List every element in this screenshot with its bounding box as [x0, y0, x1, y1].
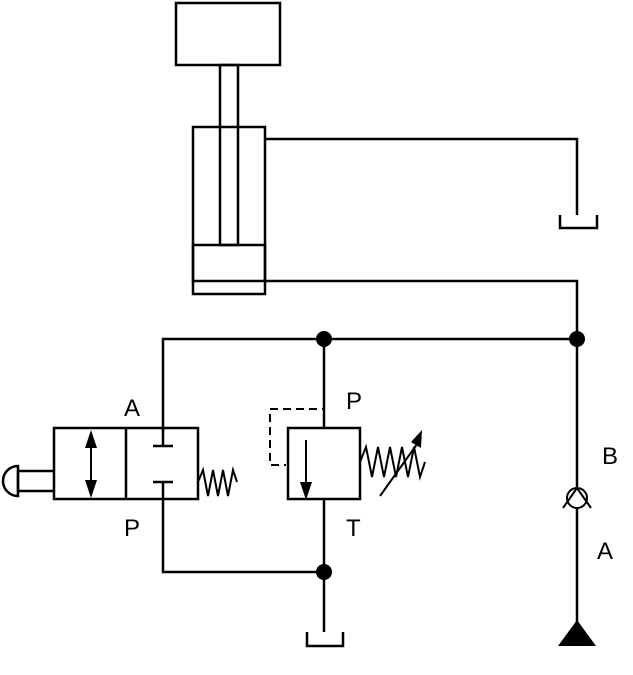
valve-supply-line	[161, 499, 324, 574]
pressure-header-line	[161, 337, 577, 432]
valve-spring	[197, 466, 238, 497]
cylinder-rod	[218, 63, 240, 247]
check-port-b-label: B	[602, 443, 618, 470]
directional-control-valve	[52, 426, 200, 501]
rod-side-line	[265, 137, 579, 215]
pressure-relief-valve	[269, 408, 362, 501]
valve-port-a-label: A	[124, 395, 140, 422]
load-mass	[174, 1, 282, 67]
check-port-a-label: A	[597, 538, 613, 565]
pressure-source-icon	[558, 620, 596, 646]
cap-side-line	[265, 279, 579, 339]
cylinder-piston	[191, 243, 267, 283]
push-button-actuator	[1, 464, 54, 498]
tank-icon-top-right	[558, 215, 599, 230]
hydraulic-cylinder	[191, 125, 267, 296]
relief-port-t-label: T	[346, 515, 361, 542]
adjustable-spring	[359, 430, 426, 497]
tank-icon-bottom	[305, 632, 345, 648]
valve-port-p-label: P	[124, 515, 140, 542]
relief-port-p-label: P	[346, 388, 362, 415]
check-valve	[562, 487, 592, 509]
